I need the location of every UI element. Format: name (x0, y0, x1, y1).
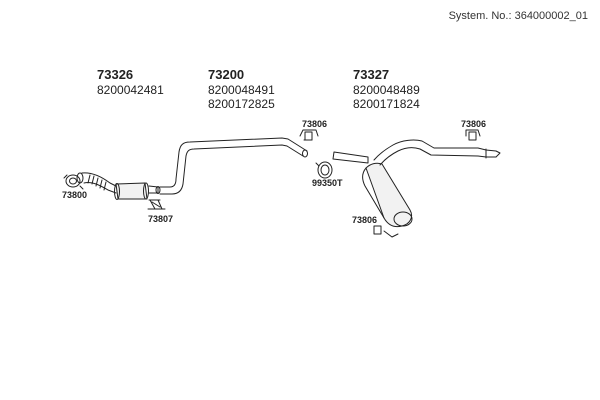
intermediate-pipe-icon (159, 137, 308, 195)
clamp-lower-icon (147, 199, 166, 210)
part-code: 8200042481 (97, 83, 164, 97)
label-gasket-front: 73800 (62, 190, 87, 200)
label-clamp-ring: 99350T (312, 178, 343, 188)
part-number: 73327 (353, 67, 390, 82)
hanger-mid-icon (299, 129, 319, 141)
part-group-intermediate-pipe: 73200 8200048491 8200172825 (208, 67, 275, 112)
part-code: 8200048491 (208, 83, 275, 97)
part-number: 73200 (208, 67, 245, 82)
gasket-front-icon (63, 174, 84, 190)
label-hanger-mid: 73806 (302, 119, 327, 129)
part-group-front-pipe: 73326 8200042481 (97, 67, 164, 98)
rear-silencer-icon (332, 139, 501, 228)
part-code: 8200171824 (353, 97, 420, 111)
part-number: 73326 (97, 67, 134, 82)
clamp-ring-icon (315, 161, 333, 179)
hanger-rear-top-icon (465, 129, 481, 141)
label-hanger-rear-low: 73806 (352, 215, 377, 225)
part-code: 8200172825 (208, 97, 275, 111)
label-hanger-rear-top: 73806 (461, 119, 486, 129)
part-group-rear-silencer: 73327 8200048489 8200171824 (353, 67, 420, 112)
front-pipe-icon (76, 172, 161, 200)
label-clamp-lower: 73807 (148, 214, 173, 224)
system-number: System. No.: 364000002_01 (448, 10, 588, 22)
hanger-rear-low-icon (373, 225, 399, 238)
part-code: 8200048489 (353, 83, 420, 97)
